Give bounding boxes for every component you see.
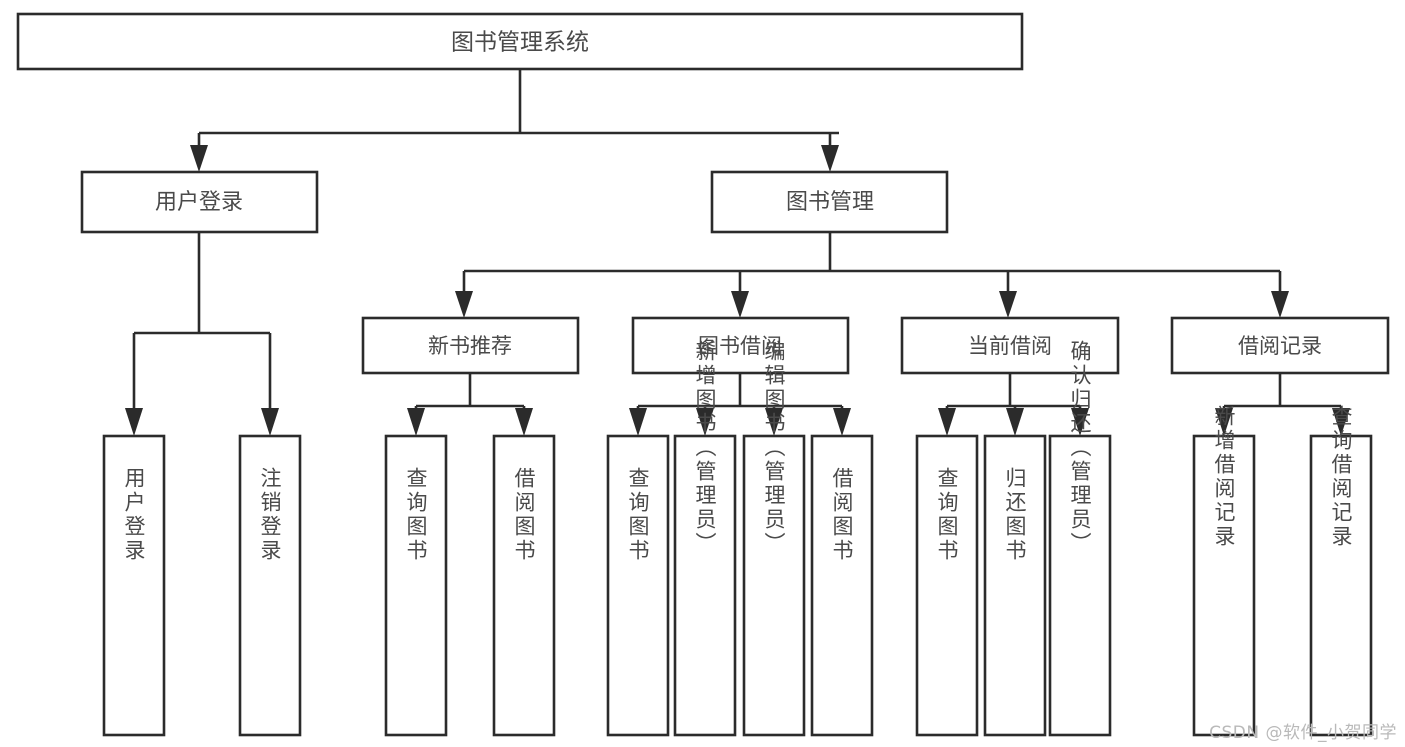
leaf-query-book-1-label: 查询图书 xyxy=(404,467,428,563)
leaf-query-book-3-box[interactable] xyxy=(915,434,979,737)
node-root-box[interactable] xyxy=(16,12,1024,71)
arrow-leaf-query-record xyxy=(1332,408,1350,436)
arrow-leaf-edit-book xyxy=(765,408,783,436)
leaf-edit-book-box[interactable] xyxy=(742,434,806,737)
leaf-add-record-label: 新增借阅记录 xyxy=(1212,405,1236,549)
arrow-to-new-book-recommend xyxy=(455,291,473,318)
arrow-to-user-login xyxy=(190,145,208,172)
leaf-logout-login-box[interactable] xyxy=(238,434,302,737)
leaf-confirm-return-label: 确认归还（管理员） xyxy=(1068,340,1092,556)
arrow-leaf-add-record xyxy=(1215,408,1233,436)
leaf-add-book[interactable]: 新增图书（管理员） xyxy=(673,340,737,737)
node-root-label: 图书管理系统 xyxy=(451,30,589,56)
arrow-to-book-borrow xyxy=(731,291,749,318)
leaf-borrow-book-1-box[interactable] xyxy=(492,434,556,737)
leaf-logout-login[interactable]: 注销登录 xyxy=(238,434,302,737)
arrow-leaf-query-book-2 xyxy=(629,408,647,436)
node-user-login[interactable]: 用户登录 xyxy=(80,170,319,234)
leaf-query-record[interactable]: 查询借阅记录 xyxy=(1309,405,1373,737)
node-root[interactable]: 图书管理系统 xyxy=(16,12,1024,71)
node-book-borrow[interactable]: 图书借阅 xyxy=(631,316,850,375)
leaf-return-book-label: 归还图书 xyxy=(1003,467,1027,563)
arrow-to-borrow-record xyxy=(1271,291,1289,318)
leaf-borrow-book-1-label: 借阅图书 xyxy=(512,467,536,563)
arrow-to-current-borrow xyxy=(999,291,1017,318)
node-new-book-recommend[interactable]: 新书推荐 xyxy=(361,316,580,375)
node-book-manage-label: 图书管理 xyxy=(786,190,874,215)
node-book-manage[interactable]: 图书管理 xyxy=(710,170,949,234)
leaf-edit-book[interactable]: 编辑图书（管理员） xyxy=(742,340,806,737)
leaf-add-record[interactable]: 新增借阅记录 xyxy=(1192,405,1256,737)
leaf-return-book[interactable]: 归还图书 xyxy=(983,434,1047,737)
csdn-watermark: CSDN @软件_小贺同学 xyxy=(1209,723,1397,743)
leaf-query-book-1[interactable]: 查询图书 xyxy=(384,434,448,737)
leaf-query-book-1-box[interactable] xyxy=(384,434,448,737)
leaf-add-record-box[interactable] xyxy=(1192,434,1256,737)
leaf-user-login-box[interactable] xyxy=(102,434,166,737)
node-new-book-recommend-box[interactable] xyxy=(361,316,580,375)
arrow-leaf-query-book-3 xyxy=(938,408,956,436)
leaf-borrow-book-2[interactable]: 借阅图书 xyxy=(810,434,874,737)
arrow-leaf-confirm-return xyxy=(1071,408,1089,436)
leaf-query-book-3[interactable]: 查询图书 xyxy=(915,434,979,737)
leaf-query-book-2-label: 查询图书 xyxy=(626,467,650,563)
leaf-query-record-box[interactable] xyxy=(1309,434,1373,737)
node-book-borrow-box[interactable] xyxy=(631,316,850,375)
arrow-leaf-logout-login xyxy=(261,408,279,436)
leaf-edit-book-label: 编辑图书（管理员） xyxy=(762,340,786,556)
leaf-borrow-book-2-label: 借阅图书 xyxy=(830,467,854,563)
leaf-query-book-2-box[interactable] xyxy=(606,434,670,737)
arrow-leaf-user-login xyxy=(125,408,143,436)
node-book-borrow-label: 图书借阅 xyxy=(698,334,782,358)
leaf-user-login-label: 用户登录 xyxy=(122,467,146,563)
leaf-add-book-label: 新增图书（管理员） xyxy=(693,340,717,556)
leaf-logout-login-label: 注销登录 xyxy=(258,467,282,563)
leaf-user-login[interactable]: 用户登录 xyxy=(102,434,166,737)
leaf-query-book-3-label: 查询图书 xyxy=(935,467,959,563)
arrow-leaf-query-book-1 xyxy=(407,408,425,436)
arrow-leaf-borrow-book-2 xyxy=(833,408,851,436)
leaf-confirm-return-box[interactable] xyxy=(1048,434,1112,737)
node-current-borrow[interactable]: 当前借阅 xyxy=(900,316,1120,375)
node-borrow-record-label: 借阅记录 xyxy=(1238,334,1322,358)
leaf-borrow-book-1[interactable]: 借阅图书 xyxy=(492,434,556,737)
arrow-to-book-manage xyxy=(821,145,839,172)
node-user-login-box[interactable] xyxy=(80,170,319,234)
leaf-add-book-box[interactable] xyxy=(673,434,737,737)
node-user-login-label: 用户登录 xyxy=(155,190,243,215)
node-new-book-recommend-label: 新书推荐 xyxy=(428,334,512,358)
leaf-return-book-box[interactable] xyxy=(983,434,1047,737)
arrow-leaf-return-book xyxy=(1006,408,1024,436)
node-borrow-record-box[interactable] xyxy=(1170,316,1390,375)
node-borrow-record[interactable]: 借阅记录 xyxy=(1170,316,1390,375)
leaf-borrow-book-2-box[interactable] xyxy=(810,434,874,737)
leaf-query-book-2[interactable]: 查询图书 xyxy=(606,434,670,737)
leaf-query-record-label: 查询借阅记录 xyxy=(1329,405,1353,549)
node-current-borrow-box[interactable] xyxy=(900,316,1120,375)
node-current-borrow-label: 当前借阅 xyxy=(968,334,1052,358)
arrow-leaf-borrow-book-1 xyxy=(515,408,533,436)
node-book-manage-box[interactable] xyxy=(710,170,949,234)
edge-layer xyxy=(125,69,1350,436)
arrow-leaf-add-book xyxy=(696,408,714,436)
leaf-confirm-return[interactable]: 确认归还（管理员） xyxy=(1048,340,1112,737)
